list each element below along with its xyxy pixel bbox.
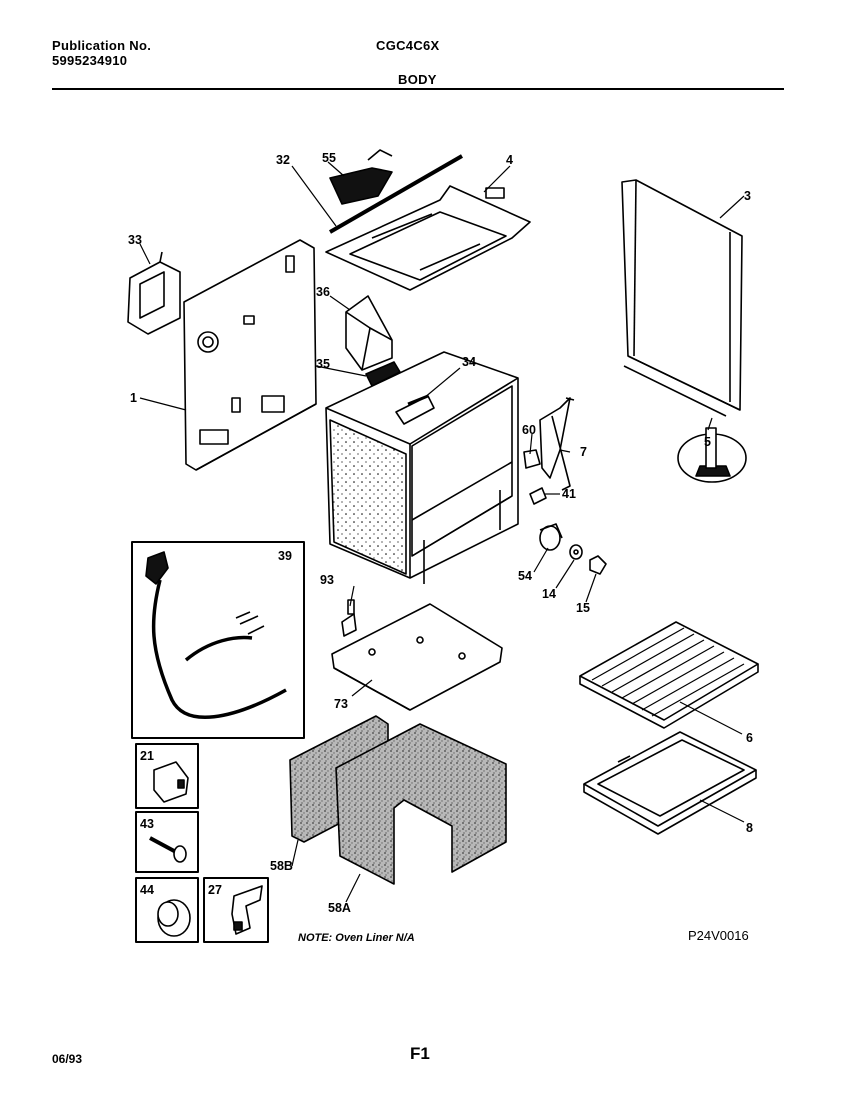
part-3-side-panel <box>621 179 743 417</box>
callout-14: 14 <box>542 587 556 601</box>
part-44-inset <box>135 877 199 943</box>
callout-58a: 58A <box>328 901 351 915</box>
publication-number: 5995234910 <box>52 53 128 68</box>
callout-1: 1 <box>130 391 137 405</box>
part-14-washer <box>569 544 583 560</box>
callout-4: 4 <box>506 153 513 167</box>
range-body-shell <box>325 351 519 584</box>
oven-liner-note: NOTE: Oven Liner N/A <box>298 932 415 944</box>
callout-43: 43 <box>140 817 154 831</box>
part-5-leveling-leg <box>677 427 747 483</box>
part-93-switch <box>341 599 357 637</box>
model-number: CGC4C6X <box>376 38 440 53</box>
part-6-oven-rack <box>579 621 759 729</box>
callout-41: 41 <box>562 487 576 501</box>
part-36-deflector <box>345 295 393 371</box>
callout-27: 27 <box>208 883 222 897</box>
part-32-rod <box>329 154 463 234</box>
callout-54: 54 <box>518 569 532 583</box>
callout-35: 35 <box>316 357 330 371</box>
callout-73: 73 <box>334 697 348 711</box>
callout-8: 8 <box>746 821 753 835</box>
section-title: BODY <box>398 72 437 87</box>
callout-5: 5 <box>704 435 711 449</box>
page-number: F1 <box>410 1044 430 1063</box>
callout-58b: 58B <box>270 859 293 873</box>
part-4-cooktop-frame <box>325 185 531 291</box>
callout-93: 93 <box>320 573 334 587</box>
part-41-clip <box>529 487 547 505</box>
leader-lines <box>139 161 745 903</box>
part-8-broiler-pan <box>583 731 757 835</box>
callout-labels: 32 55 4 3 33 36 35 34 1 5 60 7 41 39 54 … <box>128 151 753 915</box>
callout-6: 6 <box>746 731 753 745</box>
callout-3: 3 <box>744 189 751 203</box>
part-1-back-panel <box>183 239 317 471</box>
revision-date: 06/93 <box>52 1052 83 1066</box>
callout-15: 15 <box>576 601 590 615</box>
part-39-power-cord-inset <box>131 541 305 739</box>
publication-label: Publication No. <box>52 38 152 53</box>
part-58-insulation <box>289 715 507 885</box>
part-60-clip <box>523 449 541 469</box>
callout-60: 60 <box>522 423 536 437</box>
part-27-inset <box>203 877 269 943</box>
part-54-bezel <box>539 523 563 551</box>
picture-code: P24V0016 <box>688 928 749 943</box>
callout-32: 32 <box>276 153 290 167</box>
part-21-inset <box>135 743 199 809</box>
callout-36: 36 <box>316 285 330 299</box>
part-43-inset <box>135 811 199 873</box>
callout-21: 21 <box>140 749 154 763</box>
part-7-valve <box>539 397 575 491</box>
part-33-junction-box <box>127 251 181 335</box>
callout-34: 34 <box>462 355 476 369</box>
callout-33: 33 <box>128 233 142 247</box>
part-55-trim <box>329 149 393 205</box>
callout-7: 7 <box>580 445 587 459</box>
part-15-knob <box>589 555 607 575</box>
callout-44: 44 <box>140 883 154 897</box>
callout-39: 39 <box>278 549 292 563</box>
part-73-oven-bottom <box>331 603 503 711</box>
callout-55: 55 <box>322 151 336 165</box>
header-rule <box>52 88 784 90</box>
